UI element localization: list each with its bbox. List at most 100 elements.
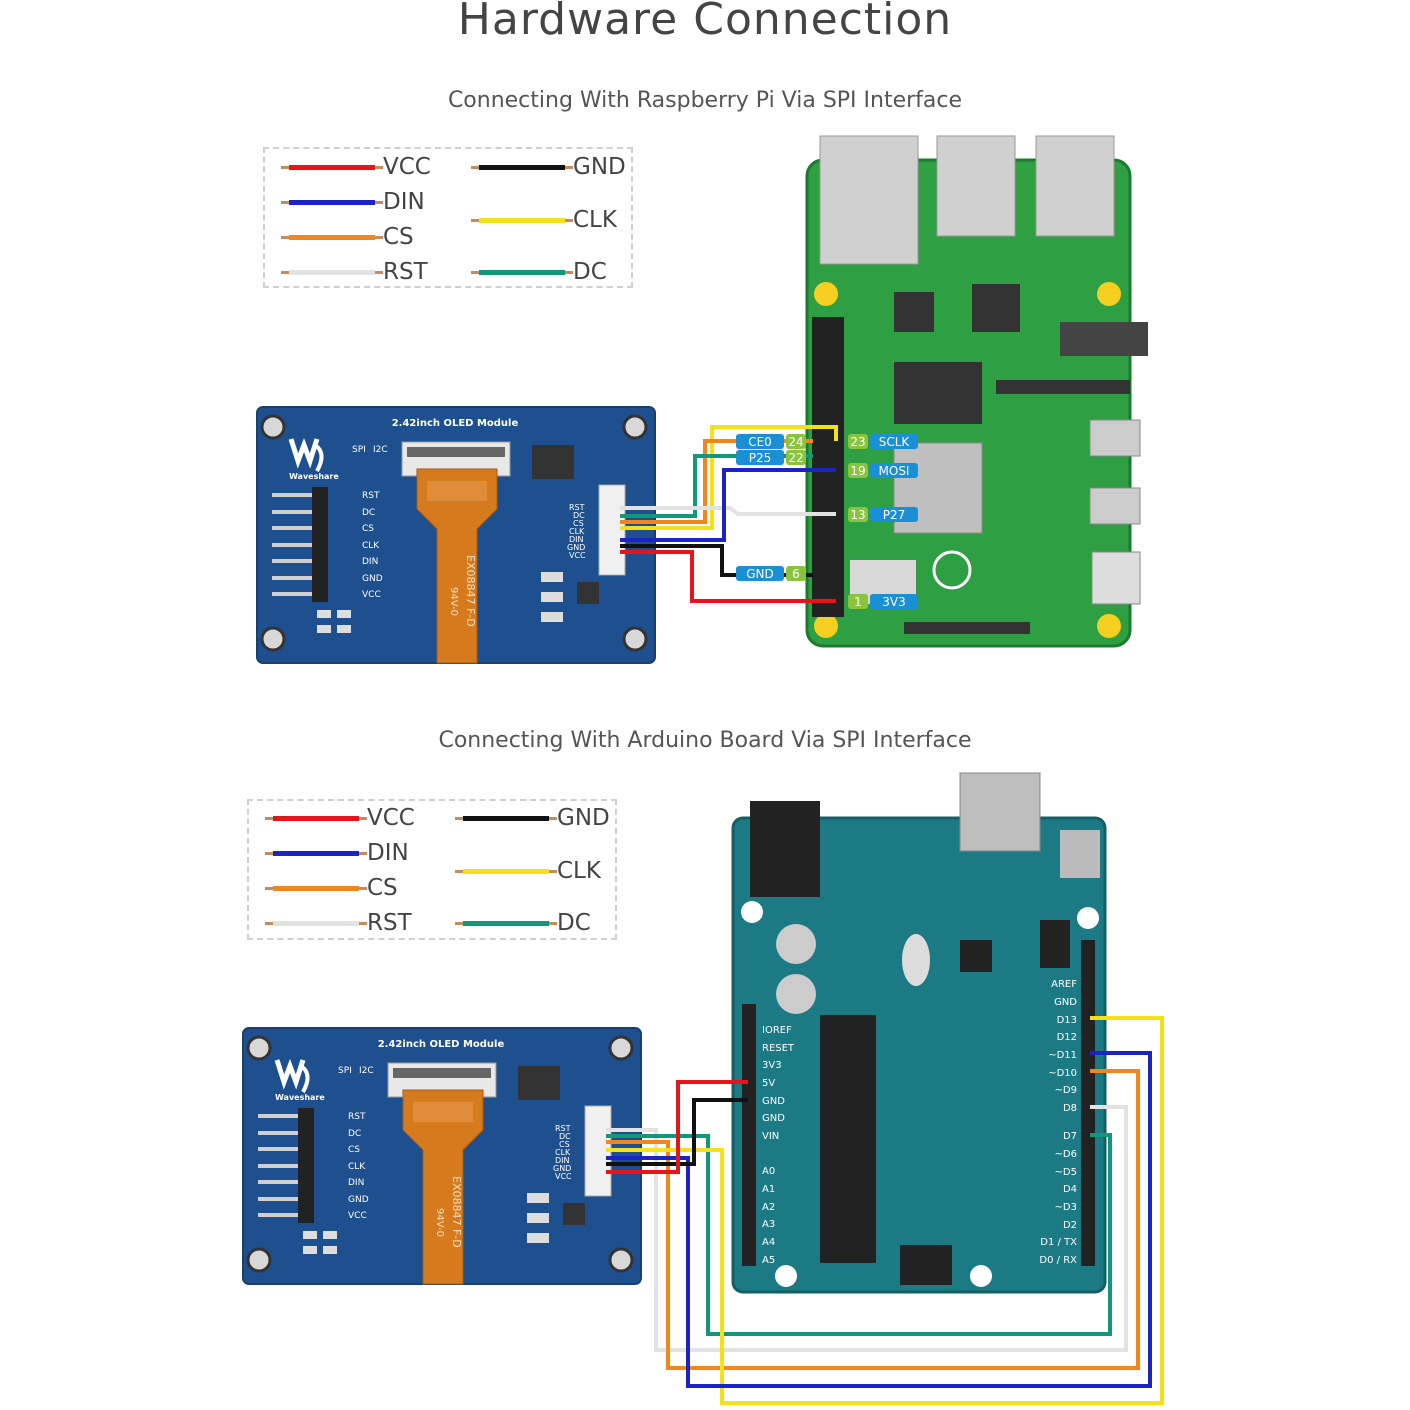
oled-flex-text2: 94V-0 [448, 587, 459, 616]
pin-label: CS [362, 524, 374, 534]
legend-cs-label: CS [367, 875, 398, 901]
pin-label: DC [348, 1129, 361, 1139]
arduino-pin-label: 3V3 [762, 1060, 782, 1071]
label-p27: P27 [883, 508, 906, 522]
pin-label: DIN [348, 1178, 364, 1188]
conn-pin-label: VCC [569, 551, 586, 560]
oled-pin-labels: RST DC CS CLK DIN GND VCC RST DC CS CLK … [348, 1112, 572, 1221]
oled-flex-text: EX08847 F-D [450, 1176, 463, 1248]
legend-gnd-label: GND [573, 154, 626, 180]
arduino-pin-label: A4 [762, 1237, 775, 1248]
conn-pin-label: DIN [555, 1156, 570, 1165]
arduino-pin-label: A0 [762, 1166, 775, 1177]
conn-pin-label: GND [553, 1164, 571, 1173]
oled-spi-label: SPI [352, 445, 366, 455]
oled-module-2: 2.42inch OLED Module Waveshare SPI I2C E… [243, 1028, 641, 1284]
conn-pin-label: DC [573, 511, 585, 520]
label-ce0: CE0 [748, 435, 772, 449]
label-23: 23 [850, 435, 865, 449]
arduino-pin-label: A2 [762, 1202, 775, 1213]
label-p25: P25 [749, 451, 772, 465]
pin-label: VCC [362, 590, 381, 600]
conn-pin-label: RST [555, 1124, 571, 1133]
arduino-pin-label: D2 [1063, 1220, 1077, 1231]
arduino-pin-label: D13 [1057, 1015, 1077, 1026]
wire-rst [606, 1105, 1128, 1352]
arduino-pin-label: ~D10 [1048, 1068, 1077, 1079]
legend-din-label: DIN [383, 189, 425, 215]
legend-vcc-label: VCC [383, 154, 431, 180]
wire-legend-rpi: VCC DIN CS RST GND CLK DC [263, 147, 633, 288]
raspberry-pi-board [805, 135, 1148, 648]
label-gnd: GND [746, 567, 774, 581]
label-mosi: MOSI [879, 464, 910, 478]
pin-label: VCC [348, 1211, 367, 1221]
rpi-pin-labels: CE0 24 P25 22 GND 6 23 SCLK 19 MOSI 13 P… [736, 434, 918, 609]
oled-spi-label: SPI [338, 1066, 352, 1076]
arduino-pin-label: IOREF [762, 1025, 792, 1036]
wire-dc [606, 1133, 1112, 1336]
wire-clk [606, 1016, 1164, 1405]
arduino-pin-label: D7 [1063, 1131, 1077, 1142]
conn-pin-label: DIN [569, 535, 584, 544]
conn-pin-label: CS [573, 519, 584, 528]
conn-pin-label: DC [559, 1132, 571, 1141]
legend-clk-label: CLK [557, 858, 601, 884]
legend-cs: CS [265, 873, 398, 903]
rpi-section-subtitle: Connecting With Raspberry Pi Via SPI Int… [447, 88, 963, 113]
legend-clk: CLK [471, 205, 617, 235]
legend-vcc-label: VCC [367, 805, 415, 831]
legend-cs: CS [281, 222, 414, 252]
wire-din [620, 468, 836, 542]
arduino-pin-label: A1 [762, 1184, 775, 1195]
wire-clk [620, 425, 838, 530]
legend-gnd: GND [455, 803, 610, 833]
legend-rst: RST [265, 908, 412, 938]
oled-module-1: 2.42inch OLED Module Waveshare SPI I2C E… [257, 407, 655, 663]
arduino-right-pin-labels: AREF GND D13 D12 ~D11 ~D10 ~D9 D8 D7 ~D6… [1039, 979, 1077, 1266]
pin-label: DIN [362, 557, 378, 567]
arduino-wires [606, 1016, 1164, 1405]
pin-label: CLK [362, 541, 380, 551]
legend-din: DIN [281, 187, 425, 217]
legend-clk: CLK [455, 856, 601, 886]
legend-dc-label: DC [573, 259, 607, 285]
conn-pin-label: VCC [555, 1172, 572, 1181]
conn-pin-label: GND [567, 543, 585, 552]
label-24: 24 [788, 435, 803, 449]
conn-pin-label: RST [569, 503, 585, 512]
oled-title: 2.42inch OLED Module [378, 1039, 505, 1050]
oled-flex-text2: 94V-0 [434, 1208, 445, 1237]
pin-label: DC [362, 508, 375, 518]
pin-label: GND [348, 1195, 369, 1205]
arduino-pin-label: D12 [1057, 1032, 1077, 1043]
arduino-pin-label: A3 [762, 1219, 775, 1230]
wire-din [606, 1051, 1152, 1388]
wire-rst [620, 506, 836, 516]
legend-rst-label: RST [367, 910, 412, 936]
legend-rst: RST [281, 257, 428, 287]
oled-flex-text: EX08847 F-D [464, 555, 477, 627]
arduino-pin-label: GND [762, 1113, 785, 1124]
wire-vcc [606, 1080, 748, 1174]
arduino-pin-label: RESET [762, 1043, 795, 1054]
arduino-board [731, 772, 1107, 1294]
oled-i2c-label: I2C [359, 1066, 374, 1076]
arduino-pin-label: ~D5 [1055, 1167, 1077, 1178]
arduino-pin-label: D0 / RX [1039, 1255, 1077, 1266]
arduino-pin-label: ~D9 [1055, 1085, 1077, 1096]
arduino-pin-label: D8 [1063, 1103, 1077, 1114]
arduino-section-subtitle: Connecting With Arduino Board Via SPI In… [438, 728, 972, 753]
legend-dc-label: DC [557, 910, 591, 936]
wire-gnd [606, 1098, 748, 1166]
arduino-pin-label: GND [1054, 997, 1077, 1008]
wire-vcc [620, 550, 836, 603]
conn-pin-label: CS [559, 1140, 570, 1149]
oled-brand: Waveshare [289, 472, 339, 481]
legend-vcc: VCC [281, 152, 431, 182]
page-title: Hardware Connection [457, 0, 953, 45]
legend-gnd-label: GND [557, 805, 610, 831]
label-1: 1 [854, 595, 862, 609]
legend-dc: DC [455, 908, 591, 938]
